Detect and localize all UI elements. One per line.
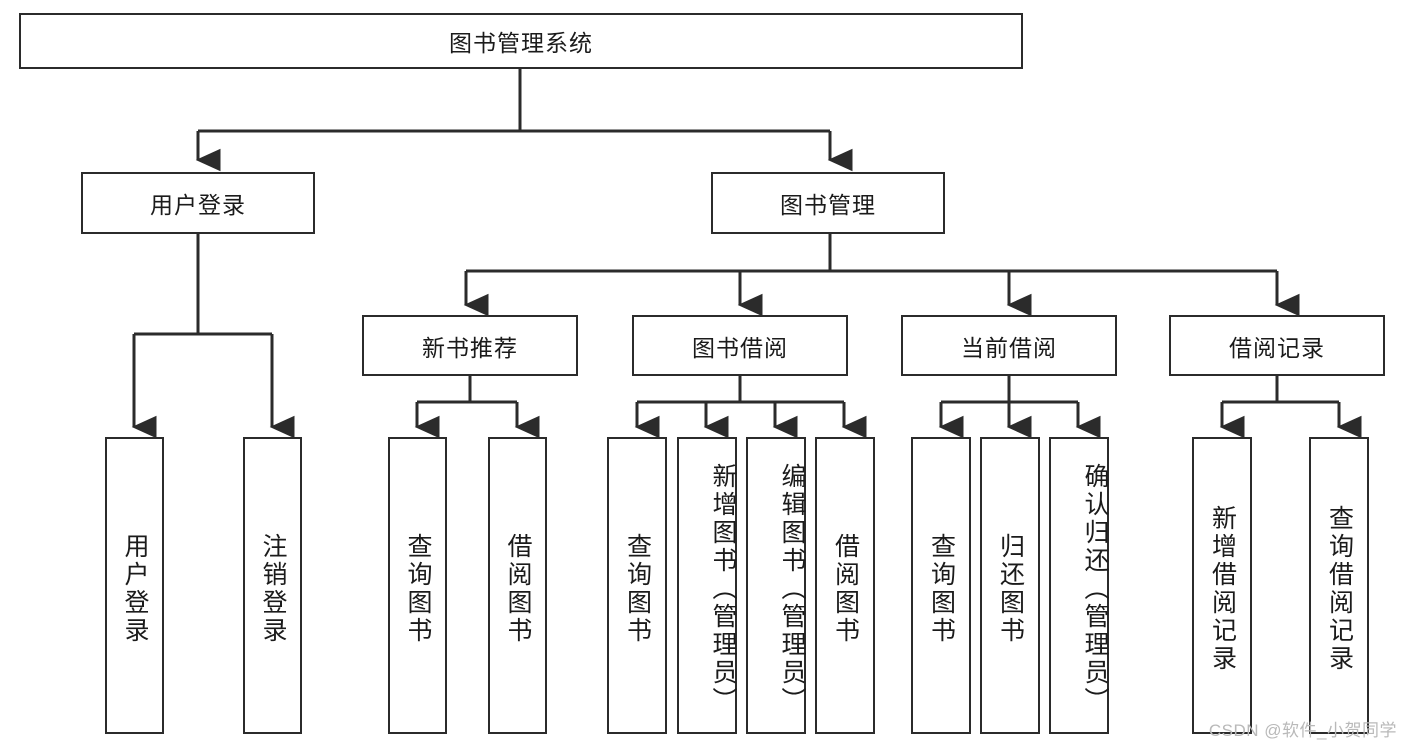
watermark: CSDN @软件_小贺同学 bbox=[1208, 721, 1397, 740]
node-user-login-label: 用户登录 bbox=[150, 192, 246, 218]
leaf-borrow-record-1[interactable]: 查询借阅记录 bbox=[1309, 437, 1369, 734]
leaf-label: 新增图书（管理员） bbox=[709, 462, 737, 715]
leaf-label: 用户登录 bbox=[121, 532, 149, 645]
node-book-borrow-label: 图书借阅 bbox=[692, 334, 788, 361]
node-root-label: 图书管理系统 bbox=[449, 30, 593, 56]
leaf-label: 归还图书 bbox=[996, 532, 1025, 645]
leaf-label: 注销登录 bbox=[259, 532, 287, 645]
node-book-manage-label: 图书管理 bbox=[780, 192, 876, 218]
leaf-label: 查询图书 bbox=[404, 532, 432, 645]
node-new-book-recommend[interactable]: 新书推荐 bbox=[362, 315, 578, 376]
leaf-book-borrow-0[interactable]: 查询图书 bbox=[607, 437, 667, 734]
leaf-current-borrow-1[interactable]: 归还图书 bbox=[980, 437, 1040, 734]
leaf-label: 新增借阅记录 bbox=[1208, 504, 1237, 673]
leaf-label: 查询图书 bbox=[623, 532, 652, 645]
node-current-borrow[interactable]: 当前借阅 bbox=[901, 315, 1117, 376]
leaf-user-login-1[interactable]: 注销登录 bbox=[243, 437, 302, 734]
leaf-current-borrow-2[interactable]: 确认归还（管理员） bbox=[1049, 437, 1109, 734]
leaf-book-borrow-3[interactable]: 借阅图书 bbox=[815, 437, 875, 734]
leaf-label: 借阅图书 bbox=[831, 532, 860, 645]
node-user-login[interactable]: 用户登录 bbox=[81, 172, 315, 234]
leaf-book-borrow-2[interactable]: 编辑图书（管理员） bbox=[746, 437, 806, 734]
leaf-new-book-recommend-0[interactable]: 查询图书 bbox=[388, 437, 447, 734]
leaf-label: 借阅图书 bbox=[504, 532, 532, 645]
leaf-new-book-recommend-1[interactable]: 借阅图书 bbox=[488, 437, 547, 734]
leaf-user-login-0[interactable]: 用户登录 bbox=[105, 437, 164, 734]
leaf-label: 确认归还（管理员） bbox=[1081, 462, 1109, 715]
node-root[interactable]: 图书管理系统 bbox=[19, 13, 1023, 69]
leaf-current-borrow-0[interactable]: 查询图书 bbox=[911, 437, 971, 734]
node-borrow-record[interactable]: 借阅记录 bbox=[1169, 315, 1385, 376]
node-current-borrow-label: 当前借阅 bbox=[961, 334, 1057, 361]
node-new-book-recommend-label: 新书推荐 bbox=[422, 334, 518, 361]
node-borrow-record-label: 借阅记录 bbox=[1229, 334, 1325, 361]
node-book-manage[interactable]: 图书管理 bbox=[711, 172, 945, 234]
node-book-borrow[interactable]: 图书借阅 bbox=[632, 315, 848, 376]
leaf-borrow-record-0[interactable]: 新增借阅记录 bbox=[1192, 437, 1252, 734]
leaf-label: 查询借阅记录 bbox=[1325, 504, 1354, 673]
leaf-label: 查询图书 bbox=[927, 532, 956, 645]
leaf-label: 编辑图书（管理员） bbox=[778, 462, 806, 715]
leaf-book-borrow-1[interactable]: 新增图书（管理员） bbox=[677, 437, 737, 734]
